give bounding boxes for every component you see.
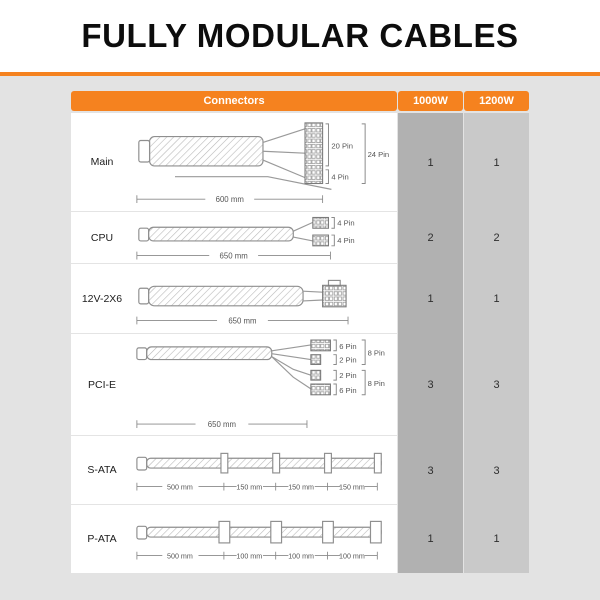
- spec-table: Connectors 1000W 1200W Main 20 Pin: [71, 91, 529, 573]
- connector-24pin: [304, 122, 324, 185]
- dimension-line: 650 mm: [136, 316, 349, 325]
- pin-label-4pin-a: 4 Pin: [337, 218, 354, 227]
- qty-pcie-1000w: 3: [398, 334, 463, 436]
- qty-pata-1000w: 1: [398, 505, 463, 573]
- dimension-label-2: 150 mm: [236, 484, 262, 492]
- dimension-label-3: 150 mm: [288, 484, 314, 492]
- pcie-cable-diagram: 6 Pin 2 Pin 2 Pin 6 Pin 8 Pin 8 Pin 650 …: [136, 338, 385, 429]
- cable-sleeve: [136, 456, 382, 471]
- qty-pcie-1200w: 3: [464, 334, 529, 436]
- dimension-label-4: 100 mm: [339, 553, 365, 561]
- qty-cpu-1200w: 2: [464, 212, 529, 264]
- dimension-label: 650 mm: [220, 251, 248, 260]
- molex-connectors: [218, 520, 382, 544]
- page-title: FULLY MODULAR CABLES: [81, 17, 519, 54]
- row-pata: P-ATA 500 mm 100 mm 100 mm 100: [71, 505, 397, 573]
- qty-sata-1000w: 3: [398, 436, 463, 505]
- qty-cpu-1000w: 2: [398, 212, 463, 264]
- pin-label-4pin-b: 4 Pin: [337, 235, 354, 244]
- row-main: Main 20 Pin 4 Pin 24 Pin: [71, 113, 397, 212]
- dimension-line: 500 mm 150 mm 150 mm 150 mm: [136, 482, 378, 492]
- row-label-12v2x6: 12V-2X6: [81, 292, 123, 305]
- main-cable-diagram: 20 Pin 4 Pin 24 Pin 600 mm: [136, 122, 390, 204]
- dimension-line: 500 mm 100 mm 100 mm 100 mm: [136, 551, 378, 561]
- 12v2x6-cable-diagram: 650 mm: [136, 279, 349, 325]
- cable-sleeve: [138, 285, 323, 306]
- dimension-label: 650 mm: [208, 420, 236, 429]
- pin-label-2pin-b: 2 Pin: [339, 371, 356, 380]
- dimension-line: 600 mm: [136, 195, 324, 204]
- qty-sata-1200w: 3: [464, 436, 529, 505]
- row-label-main: Main: [90, 156, 114, 168]
- pin-label-8pin-b: 8 Pin: [368, 378, 385, 387]
- dimension-label-2: 100 mm: [236, 553, 262, 561]
- column-header-1000w: 1000W: [398, 91, 463, 111]
- dimension-label-1: 500 mm: [167, 553, 193, 561]
- pin-label-6pin-a: 6 Pin: [339, 341, 356, 350]
- connector-4pin-pair: [312, 216, 330, 246]
- qty-main-1200w: 1: [464, 113, 529, 212]
- pin-label-4pin: 4 Pin: [331, 173, 348, 182]
- cable-sleeve: [136, 525, 382, 540]
- qty-12v2x6-1200w: 1: [464, 264, 529, 334]
- row-label-sata: S-ATA: [87, 464, 117, 476]
- dimension-line: 650 mm: [136, 251, 331, 260]
- row-pcie: PCI-E 6 Pin 2 Pin: [71, 334, 397, 436]
- dimension-label: 650 mm: [228, 316, 256, 325]
- pin-label-24pin: 24 Pin: [368, 150, 390, 159]
- dimension-line: 650 mm: [136, 420, 308, 429]
- qty-main-1000w: 1: [398, 113, 463, 212]
- row-label-pata: P-ATA: [87, 533, 117, 545]
- row-12v2x6: 12V-2X6 650 mm: [71, 264, 397, 334]
- pin-label-6pin-b: 6 Pin: [339, 385, 356, 394]
- row-label-cpu: CPU: [90, 231, 114, 244]
- pata-cable-diagram: 500 mm 100 mm 100 mm 100 mm: [136, 520, 382, 561]
- pin-label-8pin-a: 8 Pin: [368, 348, 385, 357]
- pin-label-20pin: 20 Pin: [331, 141, 353, 150]
- column-header-connectors: Connectors: [71, 91, 397, 111]
- dimension-label: 600 mm: [216, 195, 244, 204]
- pin-annotations: 4 Pin 4 Pin: [331, 216, 355, 246]
- pin-label-2pin-a: 2 Pin: [339, 355, 356, 364]
- sata-connectors: [220, 452, 382, 474]
- cpu-cable-diagram: 4 Pin 4 Pin 650 mm: [136, 216, 355, 260]
- qty-12v2x6-1000w: 1: [398, 264, 463, 334]
- cable-sleeve: [138, 128, 332, 190]
- qty-pata-1200w: 1: [464, 505, 529, 573]
- connector-12v2x6: [322, 279, 347, 307]
- cable-sleeve: [138, 221, 314, 242]
- cable-sleeve: [136, 343, 312, 389]
- pin-annotations: 6 Pin 2 Pin 2 Pin 6 Pin 8 Pin 8 Pin: [333, 339, 385, 395]
- dimension-label-3: 100 mm: [288, 553, 314, 561]
- sata-cable-diagram: 500 mm 150 mm 150 mm 150 mm: [136, 452, 382, 492]
- row-sata: S-ATA 500 mm 150 mm 150 mm 150: [71, 436, 397, 505]
- row-label-pcie: PCI-E: [87, 378, 116, 391]
- row-cpu: CPU 4 Pin 4 Pin: [71, 212, 397, 264]
- dimension-label-4: 150 mm: [339, 484, 365, 492]
- dimension-label-1: 500 mm: [167, 484, 193, 492]
- title-banner: FULLY MODULAR CABLES: [0, 0, 600, 76]
- pin-annotations: 20 Pin 4 Pin 24 Pin: [325, 123, 390, 184]
- connector-group: [310, 338, 331, 395]
- column-header-1200w: 1200W: [464, 91, 529, 111]
